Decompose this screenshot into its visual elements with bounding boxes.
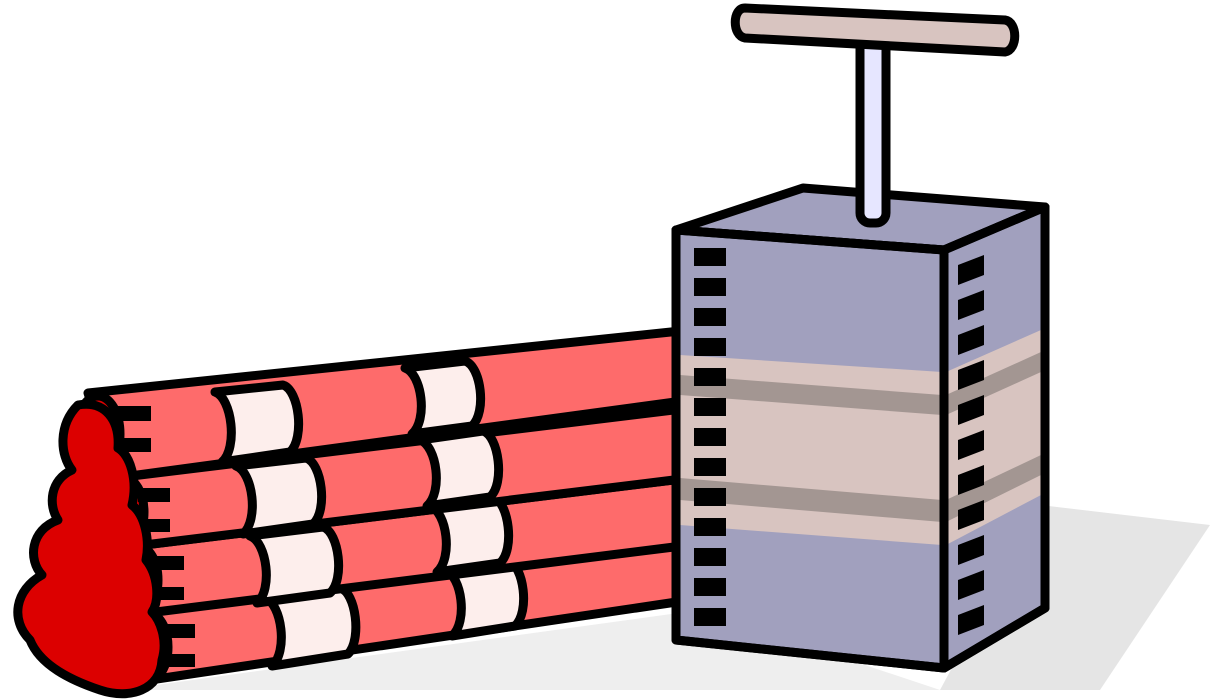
front-vent-slots (694, 248, 726, 626)
ground-shadow (940, 505, 1210, 690)
tape-shadow-side-2 (946, 455, 1041, 522)
plunger-handle (730, 3, 1020, 228)
detonator-box (671, 183, 1050, 673)
tape-shadow-front-2 (680, 478, 942, 522)
tape-shadow-side-1 (946, 352, 1041, 415)
tape-shadow-front-1 (680, 375, 942, 415)
plunger-rod (855, 30, 891, 228)
side-vent-slots (958, 255, 984, 635)
bundle-end-caps (13, 399, 169, 699)
plunger-t-bar (730, 3, 1020, 57)
